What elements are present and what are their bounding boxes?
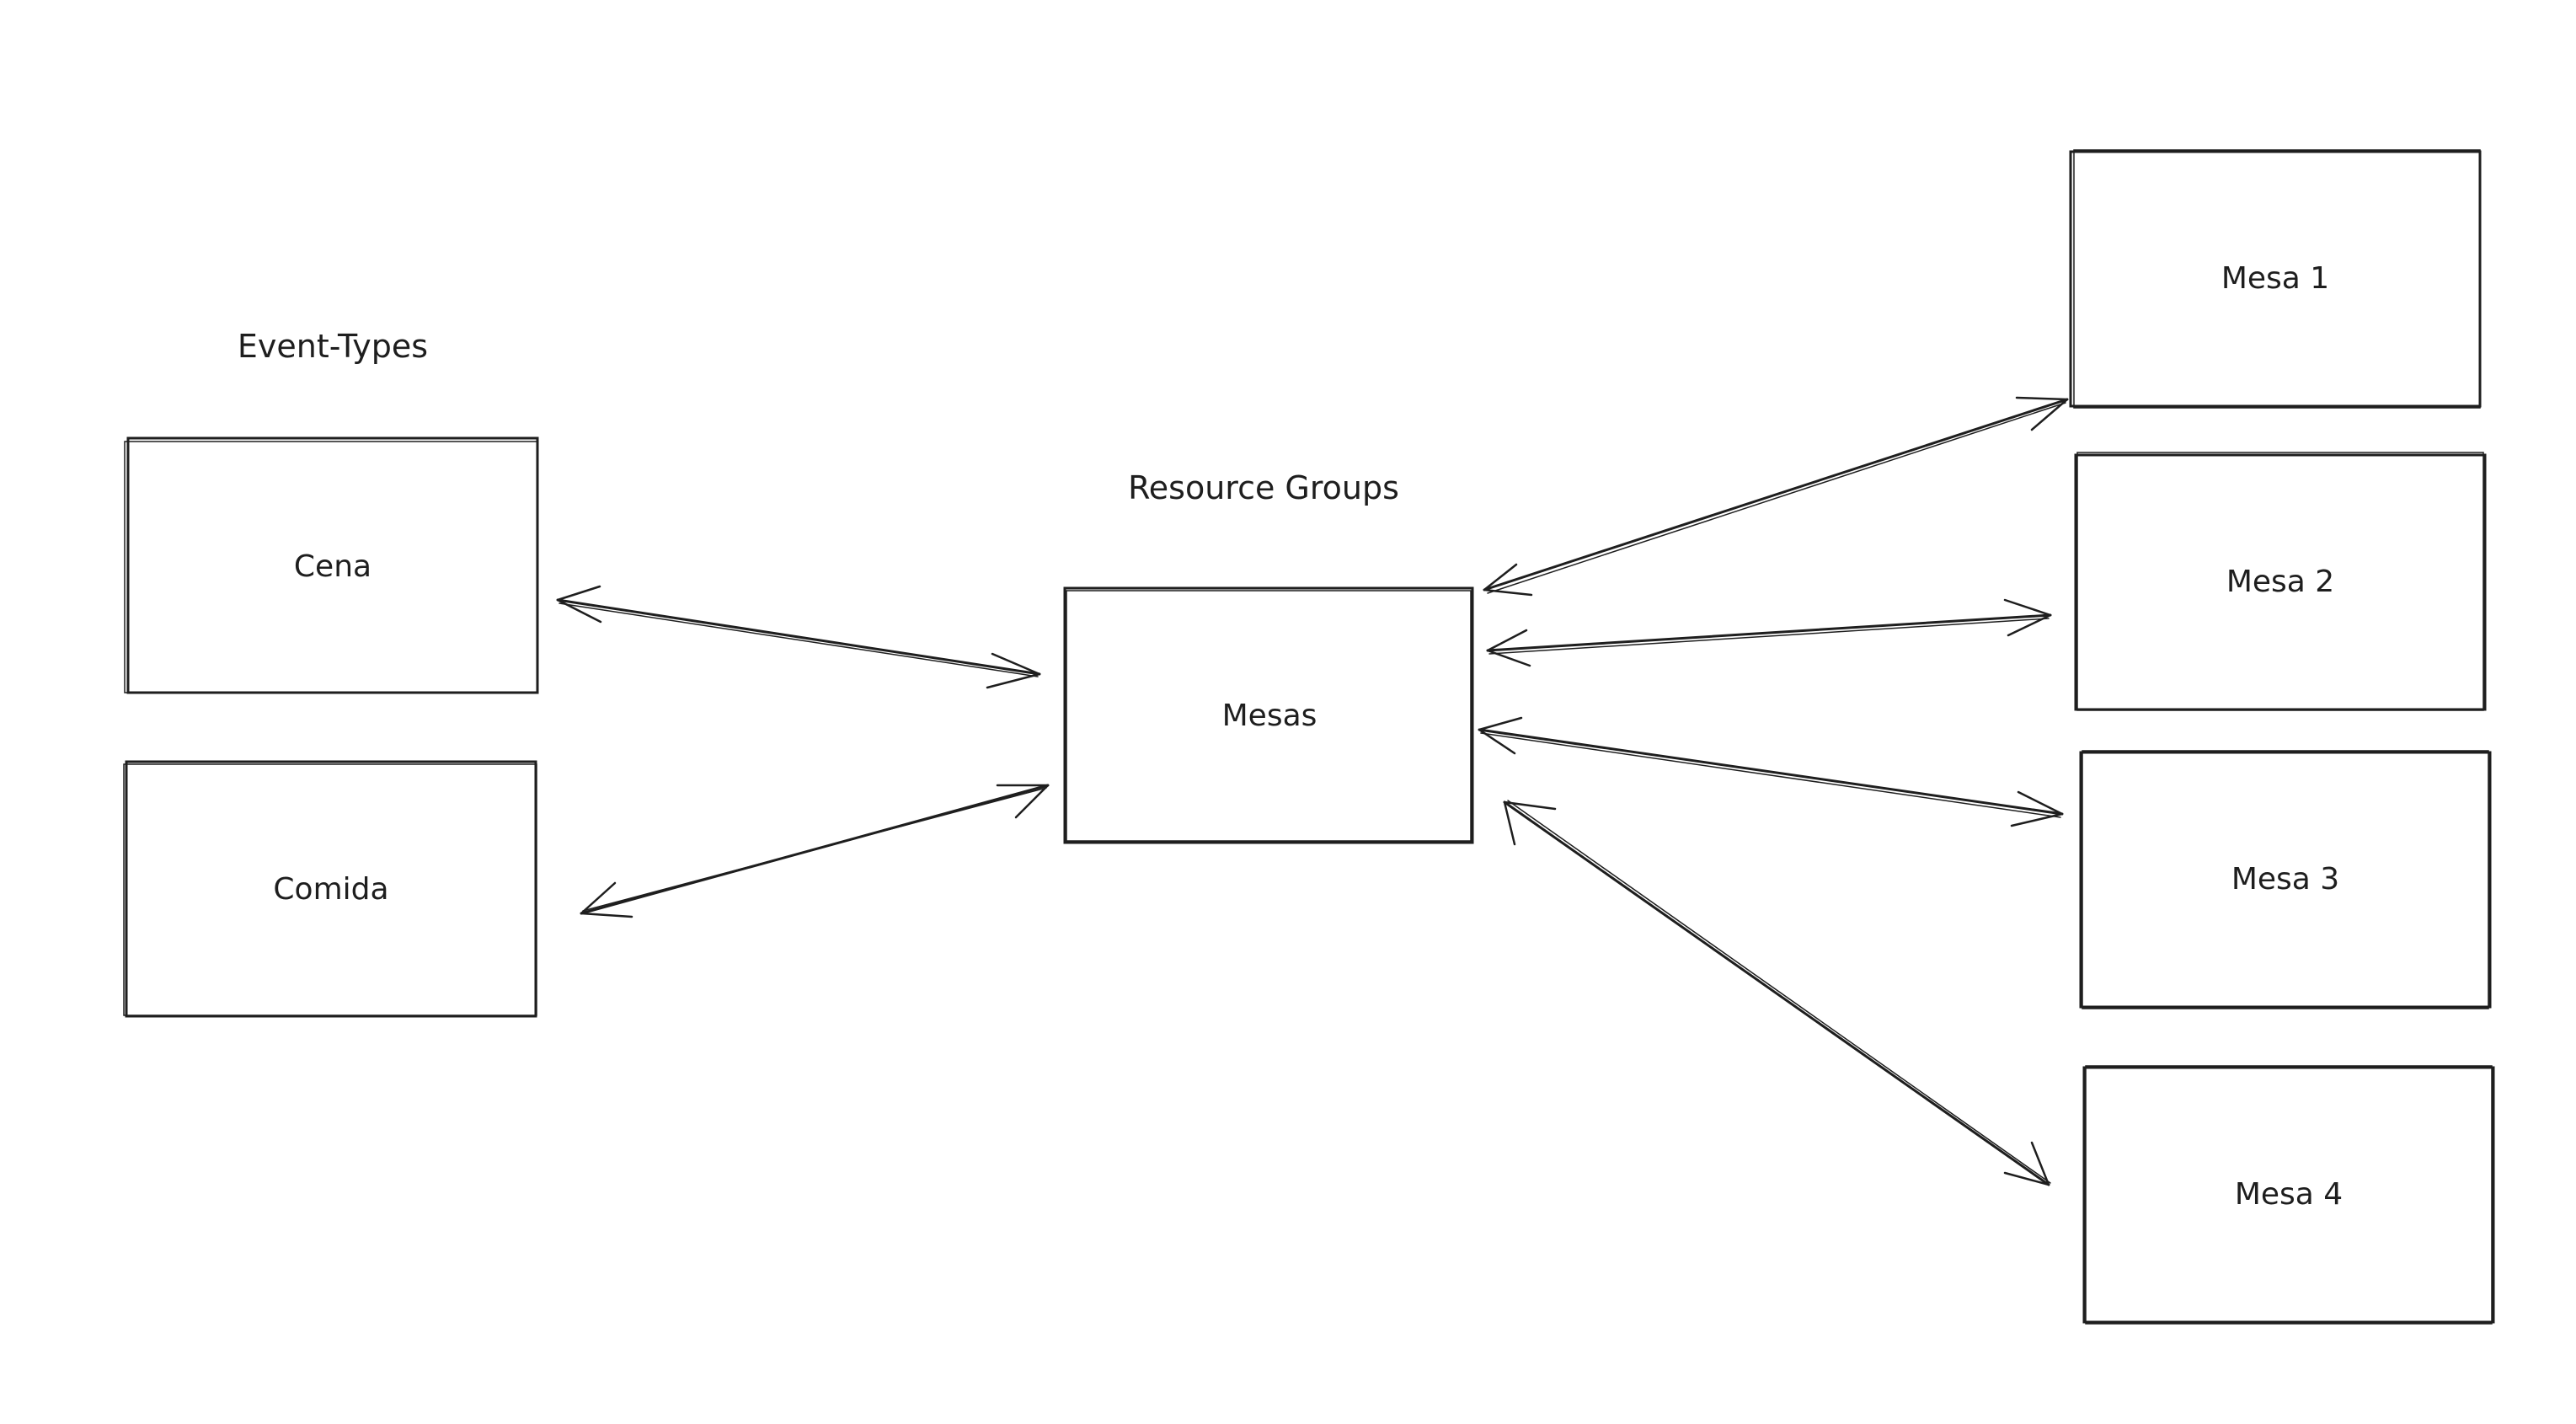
box-cena-label: Cena xyxy=(294,549,371,584)
box-comida[interactable]: Comida xyxy=(123,760,537,1018)
box-mesa-3-label: Mesa 3 xyxy=(2231,862,2339,897)
box-mesa-4-label: Mesa 4 xyxy=(2235,1177,2343,1212)
arrow-cena-mesas xyxy=(556,585,1041,689)
arrow-mesas-mesa-4 xyxy=(1503,800,2051,1186)
box-mesa-1[interactable]: Mesa 1 xyxy=(2069,149,2482,409)
arrow-mesas-mesa-2 xyxy=(1486,598,2052,667)
heading-event-types: Event-Types xyxy=(238,328,428,365)
box-cena[interactable]: Cena xyxy=(124,436,539,694)
box-mesa-3[interactable]: Mesa 3 xyxy=(2079,750,2492,1009)
box-mesa-4[interactable]: Mesa 4 xyxy=(2082,1065,2495,1325)
box-mesa-2-label: Mesa 2 xyxy=(2226,565,2334,599)
arrow-comida-mesas xyxy=(580,784,1050,918)
box-comida-label: Comida xyxy=(273,872,388,907)
arrow-mesas-mesa-1 xyxy=(1483,396,2069,597)
box-mesa-1-label: Mesa 1 xyxy=(2221,261,2329,296)
box-mesa-2[interactable]: Mesa 2 xyxy=(2074,452,2487,711)
heading-resource-groups: Resource Groups xyxy=(1128,469,1399,506)
box-mesas-label: Mesas xyxy=(1222,699,1317,733)
box-mesas[interactable]: Mesas xyxy=(1063,586,1474,844)
arrow-mesas-mesa-3 xyxy=(1478,716,2064,827)
